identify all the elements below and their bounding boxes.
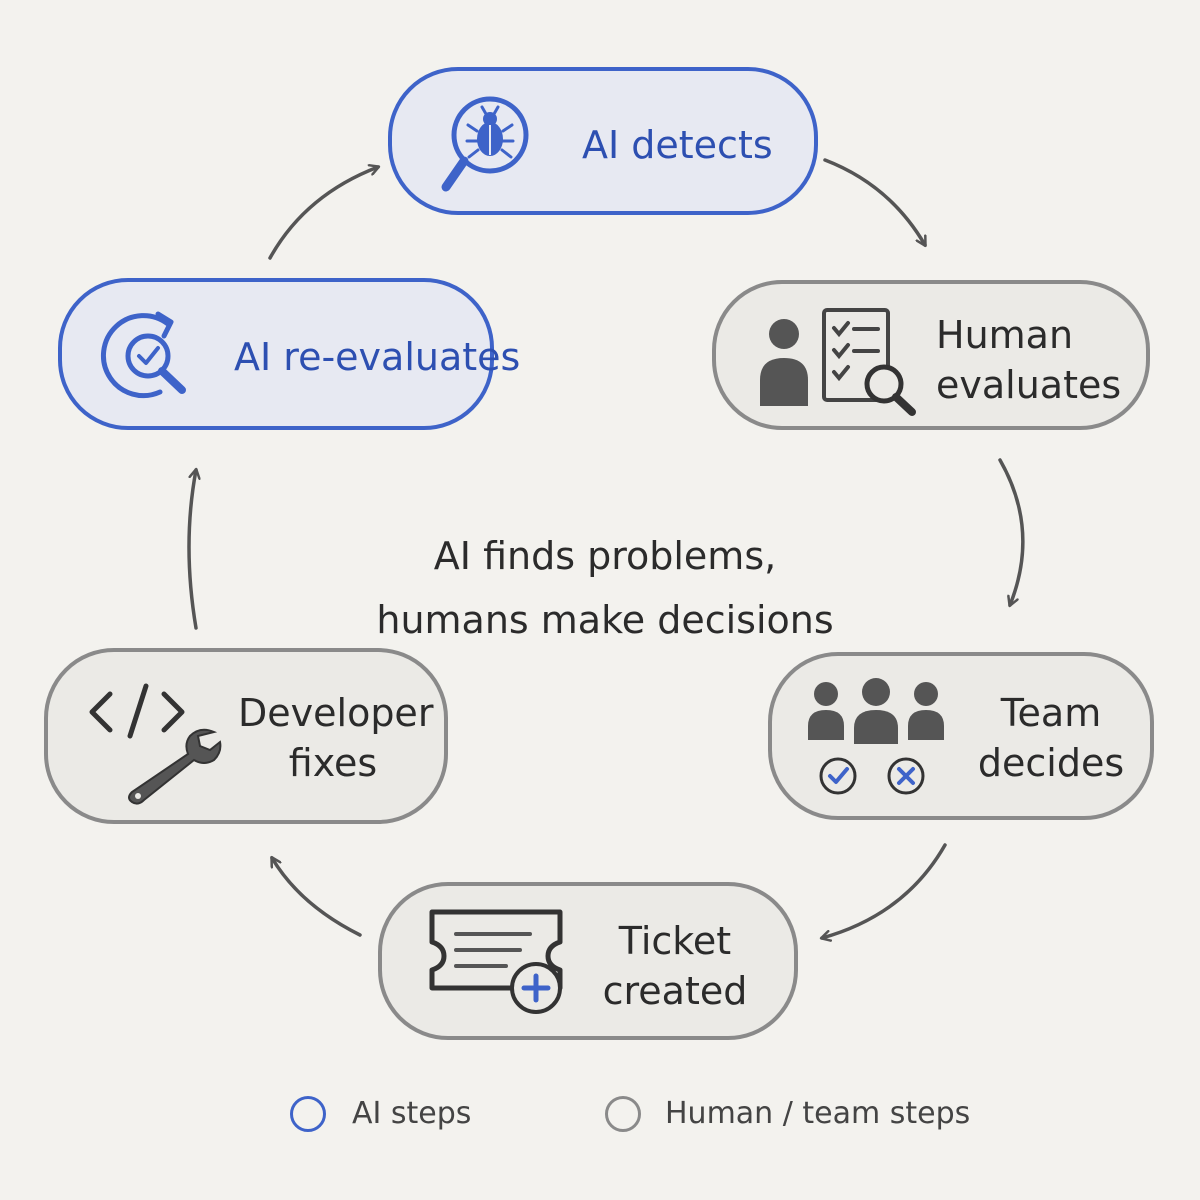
arrow-developer-to-reeval [187,470,196,630]
center-caption-line1: AI finds problems, [433,534,777,578]
node-ticket-created: Ticket created [378,882,798,1040]
arrow-detect-to-human [823,158,925,245]
arrow-human-to-team [998,458,1025,605]
center-caption-line2: humans make decisions [376,598,834,642]
node-label-line2: created [602,969,748,1013]
node-ai-re-evaluates: AI re-evaluates [58,278,520,430]
legend-ai-swatch [290,1096,326,1132]
person-checklist-icon [760,308,916,416]
ticket-plus-icon [429,909,563,1014]
arrow-team-to-ticket [822,843,947,938]
bug-magnifier-icon [441,96,529,192]
node-team-decides: Team decides [768,652,1154,820]
legend-human-swatch [605,1096,641,1132]
node-label-line1: Ticket [618,919,732,963]
node-developer-fixes: Developer fixes [44,648,448,824]
refresh-check-magnifier-icon [101,311,186,399]
legend-human-label: Human / team steps [665,1096,971,1131]
node-label-line1: Human [936,313,1074,357]
node-human-evaluates: Human evaluates [712,280,1150,430]
legend-ai-label: AI steps [352,1096,472,1131]
arrow-ticket-to-developer [272,858,362,937]
team-check-cross-icon [808,678,944,795]
code-wrench-icon [89,683,222,805]
node-label-line2: fixes [288,741,378,785]
arrow-reeval-to-detect [268,167,378,260]
node-label: AI re-evaluates [234,335,521,379]
node-label-line1: Developer [238,691,434,735]
node-label-line2: evaluates [936,363,1122,407]
node-label-line2: decides [977,741,1125,785]
node-label: AI detects [582,123,773,167]
node-label-line1: Team [1000,691,1102,735]
node-ai-detects: AI detects [388,67,818,215]
